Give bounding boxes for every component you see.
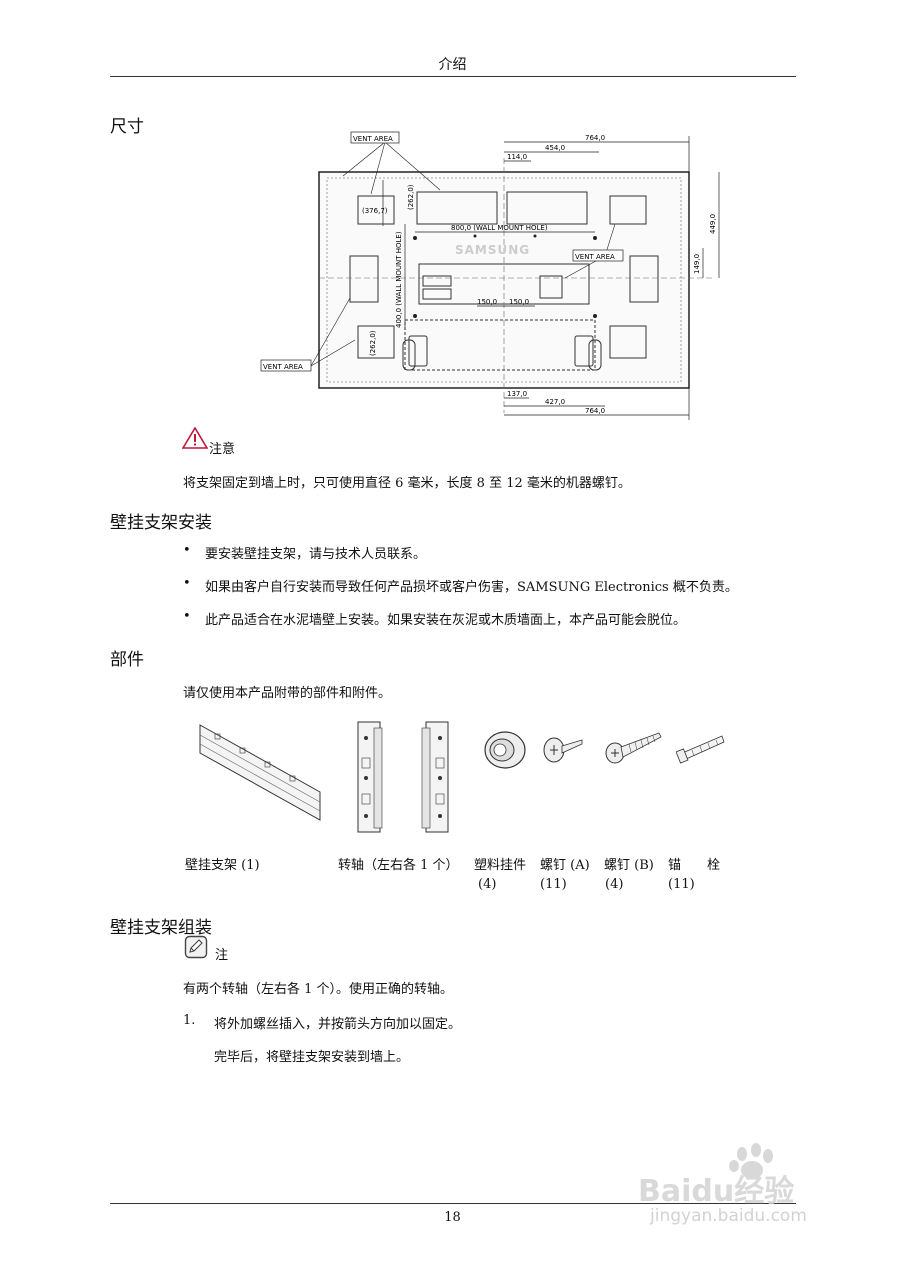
screw-b-illustration xyxy=(605,732,662,764)
part-label-plastic-qty: (4) xyxy=(478,877,497,892)
paw-icon xyxy=(729,1143,773,1179)
header-rule xyxy=(110,76,796,77)
step-followup: 完毕后，将壁挂支架安装到墙上。 xyxy=(214,1050,410,1065)
vent-area-label-right: VENT AREA xyxy=(575,253,615,261)
section-title-install: 壁挂支架安装 xyxy=(110,513,212,533)
dim-427: 427,0 xyxy=(545,398,565,406)
anchor-illustration xyxy=(676,735,725,764)
section-title-parts: 部件 xyxy=(110,650,144,670)
section-title-assembly: 壁挂支架组装 xyxy=(110,918,212,938)
screw-a-illustration xyxy=(543,737,583,763)
part-label-hinge: 转轴（左右各 1 个） xyxy=(338,858,459,873)
dimension-diagram: VENT AREA VENT AREA VENT AREA SAMSUNG 80… xyxy=(260,131,720,420)
watermark-url: jingyan.baidu.com xyxy=(650,1206,807,1226)
hinge-right-illustration xyxy=(421,721,449,833)
part-label-bracket: 壁挂支架 (1) xyxy=(185,858,260,873)
watermark-brand: Baidu经验 xyxy=(638,1174,795,1209)
part-label-anchor-qty: (11) xyxy=(668,877,695,892)
dim-137: 137,0 xyxy=(507,390,527,398)
vent-mid-left xyxy=(349,255,379,303)
fan-grill xyxy=(539,275,563,299)
bullet-symbol: • xyxy=(183,576,191,591)
parts-intro: 请仅使用本产品附带的部件和附件。 xyxy=(183,686,392,701)
install-bullet-1: 要安装壁挂支架，请与技术人员联系。 xyxy=(205,547,427,562)
hinge-left-illustration xyxy=(357,721,383,833)
install-bullet-3: 此产品适合在水泥墙壁上安装。如果安装在灰泥或木质墙面上，本产品可能会脱位。 xyxy=(205,613,687,628)
caution-label: 注意 xyxy=(209,442,236,457)
part-label-screw-a-qty: (11) xyxy=(540,877,567,892)
bullet-symbol: • xyxy=(183,543,191,558)
page-number: 18 xyxy=(444,1210,461,1225)
dim-114: 114,0 xyxy=(507,153,527,161)
dim-150-b: 150,0 xyxy=(509,298,529,306)
brand-logo: SAMSUNG xyxy=(455,243,530,257)
vent-top-left xyxy=(357,195,395,225)
caution-icon xyxy=(182,427,208,449)
install-bullet-2: 如果由客户自行安装而导致任何产品损坏或客户伤害，SAMSUNG Electron… xyxy=(205,580,738,595)
note-label: 注 xyxy=(215,948,229,963)
vent-bottom-right xyxy=(609,325,647,359)
wall-bracket-illustration xyxy=(199,724,321,821)
running-header: 介绍 xyxy=(438,57,467,73)
dim-149: 149,0 xyxy=(693,254,701,274)
vent-area-label-left: VENT AREA xyxy=(263,363,303,371)
dim-150-a: 150,0 xyxy=(477,298,497,306)
dim-764-bottom: 764,0 xyxy=(585,407,605,415)
vent-mid-right xyxy=(629,255,659,303)
vent-area-label-top: VENT AREA xyxy=(353,135,393,143)
vent-top-center-left xyxy=(416,191,498,225)
vent-bottom-left xyxy=(357,325,395,359)
dim-764-top: 764,0 xyxy=(585,134,605,142)
dim-262-top: (262,0) xyxy=(407,184,415,210)
note-text: 有两个转轴（左右各 1 个）。使用正确的转轴。 xyxy=(183,982,454,997)
caution-text: 将支架固定到墙上时，只可使用直径 6 毫米，长度 8 至 12 毫米的机器螺钉。 xyxy=(183,476,631,491)
section-title-dimensions: 尺寸 xyxy=(110,117,144,137)
part-label-screw-a: 螺钉 (A) xyxy=(540,858,590,873)
dim-262-bottom: (262,0) xyxy=(369,330,377,356)
step-text: 将外加螺丝插入，并按箭头方向加以固定。 xyxy=(214,1017,462,1032)
dim-449: 449,0 xyxy=(709,214,717,234)
stand-plate xyxy=(404,319,596,371)
part-label-plastic: 塑料挂件 xyxy=(474,858,527,873)
step-number: 1. xyxy=(183,1013,196,1028)
plastic-hanger-illustration xyxy=(484,731,526,769)
vent-top-right xyxy=(609,195,647,225)
vent-top-center-right xyxy=(506,191,588,225)
part-label-screw-b: 螺钉 (B) xyxy=(604,858,654,873)
bullet-symbol: • xyxy=(183,609,191,624)
part-label-anchor: 锚 栓 xyxy=(668,858,721,873)
part-label-screw-b-qty: (4) xyxy=(605,877,624,892)
note-icon xyxy=(184,935,208,959)
footer-rule xyxy=(110,1203,796,1204)
dim-376: (376,7) xyxy=(362,207,388,215)
wall-mount-hole-h-label: 800,0 (WALL MOUNT HOLE) xyxy=(451,224,548,232)
wall-mount-hole-v-label: 400,0 (WALL MOUNT HOLE) xyxy=(395,231,403,328)
dim-454: 454,0 xyxy=(545,144,565,152)
